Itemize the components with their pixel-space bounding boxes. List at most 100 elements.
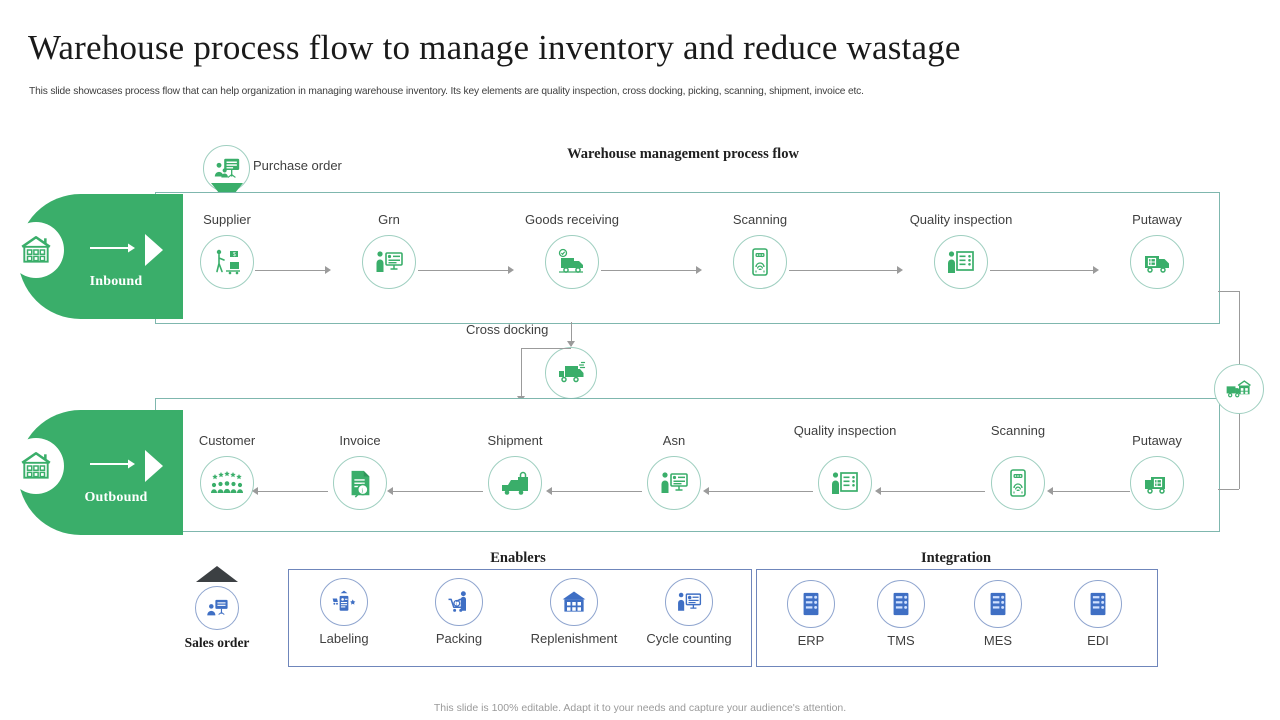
shopping-cart-person-icon: i xyxy=(435,578,483,626)
server-list-icon xyxy=(877,580,925,628)
step-label: Putaway xyxy=(1132,433,1182,448)
inbound-row-container xyxy=(155,192,1220,324)
right-connector-line xyxy=(1239,291,1240,365)
step-label: Asn xyxy=(662,433,686,448)
inbound-badge-label: Inbound xyxy=(89,274,143,289)
arrow-right-icon xyxy=(90,458,136,470)
customer-group-icon xyxy=(200,456,254,510)
inbound-badge[interactable]: Inbound xyxy=(8,194,183,319)
inspector-checklist-icon xyxy=(934,235,988,289)
connector-arrow-icon xyxy=(387,487,393,495)
connector-arrow-icon xyxy=(325,266,331,274)
step-label: Quality inspection xyxy=(793,423,897,438)
footer-note: This slide is 100% editable. Adapt it to… xyxy=(433,702,847,714)
badge-notch-icon xyxy=(145,450,163,482)
step-label: Grn xyxy=(378,212,400,227)
cross-docking-arrow-icon xyxy=(567,341,575,347)
server-list-icon xyxy=(1074,580,1122,628)
integration-heading: Integration xyxy=(920,550,992,566)
right-connector-line xyxy=(1239,413,1240,489)
step-goods-receiving[interactable]: Goods receiving xyxy=(512,213,632,289)
step-shipment[interactable]: Shipment xyxy=(455,434,575,510)
page-title: Warehouse process flow to manage invento… xyxy=(28,28,961,67)
right-connector-line xyxy=(1218,291,1239,292)
connector-line xyxy=(418,270,508,271)
svg-text:i: i xyxy=(361,487,363,494)
step-label: Invoice xyxy=(339,433,381,448)
step-quality-inspection-out[interactable]: Quality inspection xyxy=(785,424,905,510)
integration-label: TMS xyxy=(887,633,915,648)
step-label: Scanning xyxy=(732,212,788,227)
sales-order-label: Sales order xyxy=(184,635,250,650)
step-putaway-out[interactable]: Putaway xyxy=(1097,434,1217,510)
connector-arrow-icon xyxy=(1047,487,1053,495)
arrow-right-icon xyxy=(90,242,136,254)
cross-docking-label: Cross docking xyxy=(466,322,549,337)
step-invoice[interactable]: Invoice i xyxy=(300,434,420,510)
connector-line xyxy=(789,270,897,271)
step-putaway[interactable]: Putaway xyxy=(1097,213,1217,289)
step-asn[interactable]: Asn xyxy=(614,434,734,510)
connector-arrow-icon xyxy=(508,266,514,274)
connector-arrow-icon xyxy=(546,487,552,495)
inspector-checklist-icon xyxy=(818,456,872,510)
badge-notch-icon xyxy=(145,234,163,266)
integration-label: EDI xyxy=(1087,633,1109,648)
svg-text:$: $ xyxy=(233,252,236,258)
integration-tms[interactable]: TMS xyxy=(877,580,925,648)
truck-box-icon xyxy=(1130,456,1184,510)
enabler-packing[interactable]: i Packing xyxy=(407,578,511,646)
step-label: Quality inspection xyxy=(909,212,1013,227)
cross-dock-truck-icon[interactable] xyxy=(545,347,597,399)
worker-cart-icon: $ xyxy=(200,235,254,289)
server-list-icon xyxy=(787,580,835,628)
step-label: Supplier xyxy=(203,212,251,227)
connector-line xyxy=(255,270,325,271)
integration-label: ERP xyxy=(797,633,825,648)
connector-arrow-icon xyxy=(696,266,702,274)
integration-mes[interactable]: MES xyxy=(946,580,1050,648)
step-label: Goods receiving xyxy=(525,212,619,227)
step-supplier[interactable]: Supplier $ xyxy=(167,213,287,289)
step-scanning[interactable]: Scanning xyxy=(700,213,820,289)
delivery-truck-check-icon xyxy=(545,235,599,289)
connector-line xyxy=(258,491,328,492)
enabler-label: Replenishment xyxy=(530,631,618,646)
enabler-label: Packing xyxy=(435,631,483,646)
integration-label: MES xyxy=(983,633,1013,648)
connector-line xyxy=(709,491,813,492)
step-label: Customer xyxy=(198,433,256,448)
step-quality-inspection[interactable]: Quality inspection xyxy=(901,213,1021,289)
connector-line xyxy=(1053,491,1130,492)
mobile-fingerprint-scan-icon xyxy=(733,235,787,289)
connector-arrow-icon xyxy=(252,487,258,495)
outbound-badge[interactable]: Outbound xyxy=(8,410,183,535)
integration-erp[interactable]: ERP xyxy=(759,580,863,648)
cross-docking-down-line xyxy=(571,322,572,346)
page-subtitle: This slide showcases process flow that c… xyxy=(29,85,864,97)
step-scanning-out[interactable]: Scanning xyxy=(958,424,1078,510)
enablers-heading: Enablers xyxy=(490,550,546,566)
integration-edi[interactable]: EDI xyxy=(1046,580,1150,648)
connector-arrow-icon xyxy=(703,487,709,495)
truck-warehouse-icon[interactable] xyxy=(1214,364,1264,414)
warehouse-icon xyxy=(8,222,64,278)
step-customer[interactable]: Customer xyxy=(167,434,287,510)
sales-order-group[interactable]: Sales order xyxy=(176,566,258,651)
invoice-document-icon: i xyxy=(333,456,387,510)
enabler-label: Cycle counting xyxy=(646,631,732,646)
connector-arrow-icon xyxy=(875,487,881,495)
connector-line xyxy=(601,270,696,271)
purchase-order-group[interactable]: Purchase order xyxy=(203,145,342,203)
svg-text:i: i xyxy=(456,602,458,608)
enabler-cycle-counting[interactable]: Cycle counting xyxy=(637,578,741,646)
enabler-replenishment[interactable]: Replenishment xyxy=(522,578,626,646)
enabler-labeling[interactable]: Labeling xyxy=(292,578,396,646)
label-tag-phone-icon xyxy=(320,578,368,626)
outbound-badge-label: Outbound xyxy=(84,490,148,505)
enabler-label: Labeling xyxy=(319,631,369,646)
sales-order-chevron-icon xyxy=(196,566,238,582)
truck-box-icon xyxy=(1130,235,1184,289)
step-grn[interactable]: Grn xyxy=(329,213,449,289)
presentation-person-icon xyxy=(195,586,239,630)
